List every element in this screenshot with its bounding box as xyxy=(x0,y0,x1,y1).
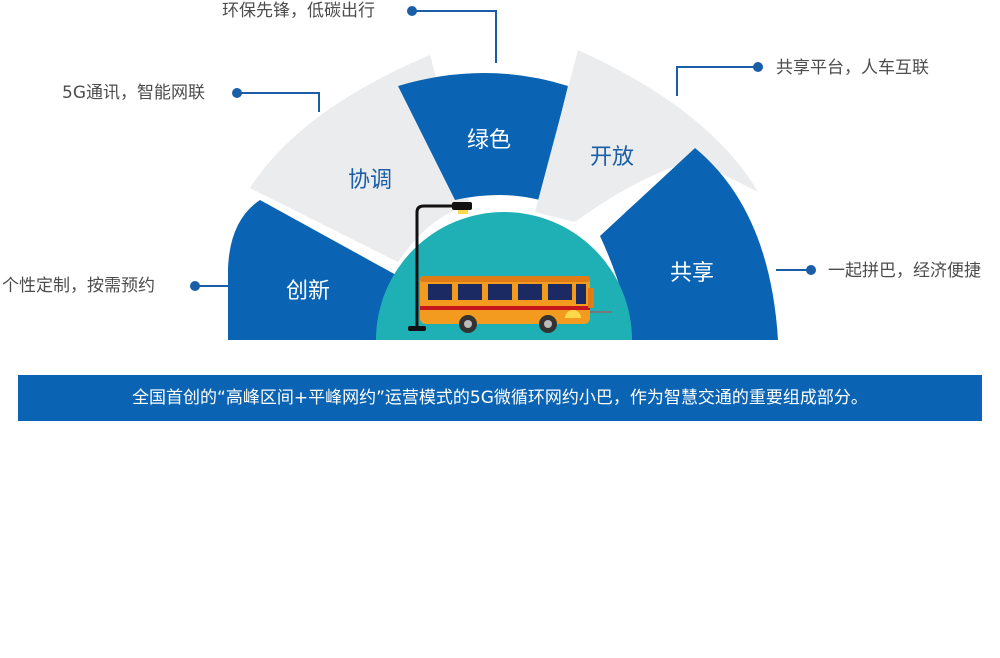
segment-open xyxy=(535,50,758,222)
leader-dot-open xyxy=(753,62,763,72)
segment-green xyxy=(398,73,568,200)
leader-dot-innovation xyxy=(190,281,200,291)
callout-innovation: 个性定制，按需预约 xyxy=(2,276,155,296)
segment-label-innovation: 创新 xyxy=(285,279,331,304)
callout-share: 一起拼巴，经济便捷 xyxy=(828,261,981,281)
description-banner: 全国首创的“高峰区间+平峰网约”运营模式的5G微循环网约小巴，作为智慧交通的重要… xyxy=(18,375,982,421)
callout-open: 共享平台，人车互联 xyxy=(776,58,929,78)
segment-innovation xyxy=(228,200,398,340)
segment-label-green: 绿色 xyxy=(466,128,512,153)
street-lamp-icon xyxy=(408,202,472,331)
leader-dot-coordination xyxy=(232,88,242,98)
bus-icon xyxy=(420,276,612,333)
segment-label-open: 开放 xyxy=(589,145,635,170)
leader-dot-share xyxy=(806,265,816,275)
segment-label-coordination: 协调 xyxy=(347,168,393,193)
leader-line-green xyxy=(412,10,497,63)
callout-coordination: 5G通讯，智能网联 xyxy=(62,83,205,103)
leader-line-coordination xyxy=(237,92,320,112)
leader-dot-green xyxy=(407,6,417,16)
callout-green: 环保先锋，低碳出行 xyxy=(222,1,375,21)
segment-label-share: 共享 xyxy=(669,261,715,286)
leader-line-open xyxy=(676,66,758,96)
segment-share xyxy=(600,148,778,340)
